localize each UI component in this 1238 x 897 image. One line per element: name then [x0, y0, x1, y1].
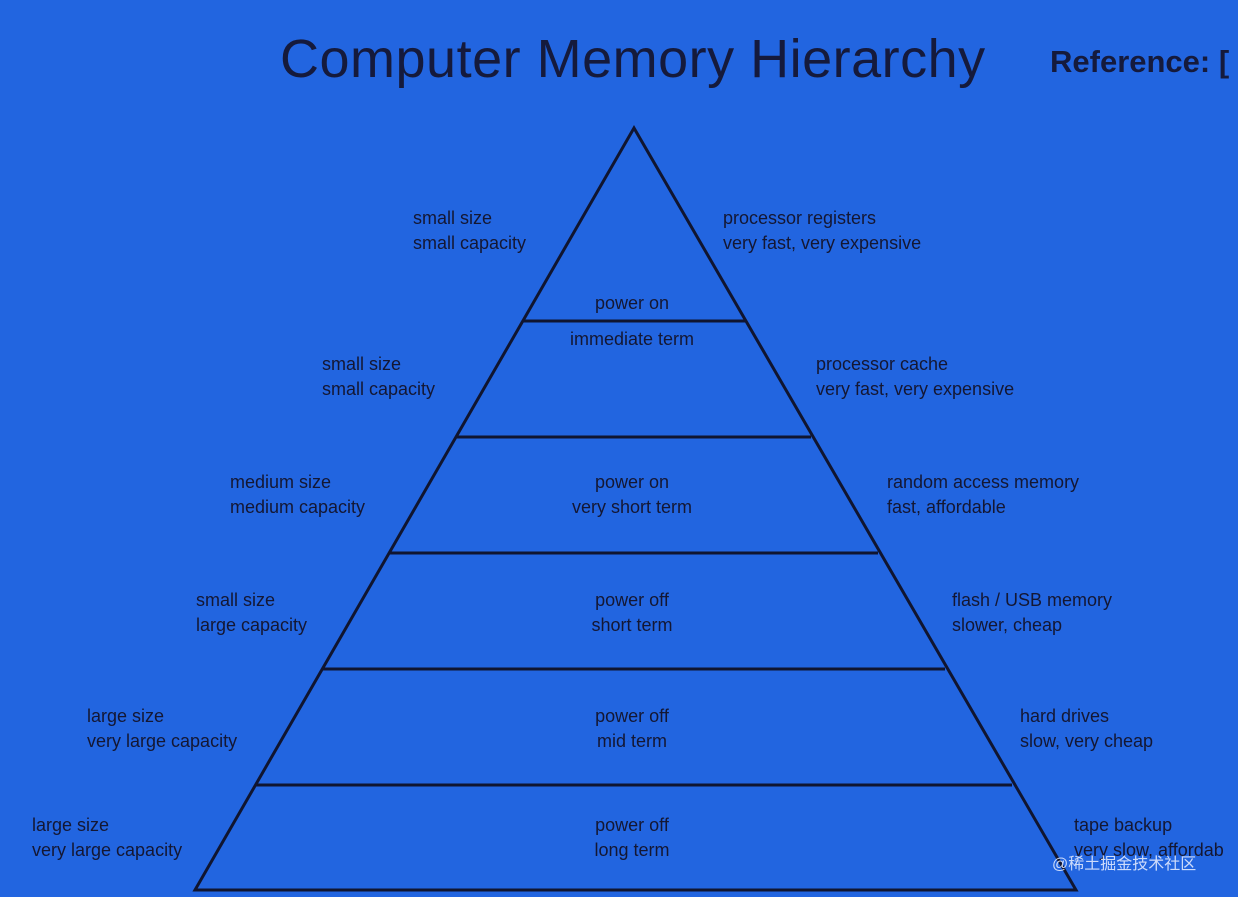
level-1-left-label: small size small capacity [413, 206, 526, 256]
level-3-term: very short term [571, 497, 693, 517]
level-3-power: power on [594, 472, 670, 492]
level-1-right-label: processor registers very fast, very expe… [723, 206, 921, 256]
level-5-power: power off [595, 706, 669, 726]
level-5-center-label: power off mid term [522, 704, 742, 754]
level-3-size: medium size [230, 472, 332, 492]
level-5-size: large size [87, 706, 165, 726]
level-4-right-label: flash / USB memory slower, cheap [952, 588, 1112, 638]
level-6-speed-cost: very slow, affordab [1074, 840, 1224, 860]
level-6-size: large size [32, 815, 110, 835]
level-6-term: long term [594, 840, 670, 860]
pyramid-outline [192, 125, 1079, 892]
level-5-capacity: very large capacity [87, 731, 238, 751]
level-1-speed-cost: very fast, very expensive [723, 233, 922, 253]
watermark-text: @稀土掘金技术社区 [1052, 856, 1197, 873]
level-3-center-label: power on very short term [522, 470, 742, 520]
level-4-center-label: power off short term [522, 588, 742, 638]
level-2-size: small size [322, 354, 402, 374]
level-5-type: hard drives [1020, 706, 1110, 726]
level-4-term: short term [591, 615, 673, 635]
level-6-capacity: very large capacity [32, 840, 183, 860]
level-4-capacity: large capacity [196, 615, 308, 635]
level-3-left-label: medium size medium capacity [230, 470, 365, 520]
level-6-left-label: large size very large capacity [32, 813, 182, 863]
level-1-type: processor registers [723, 208, 877, 228]
level-5-right-label: hard drives slow, very cheap [1020, 704, 1153, 754]
reference-label: Reference: [ [1050, 44, 1230, 79]
level-2-right-label: processor cache very fast, very expensiv… [816, 352, 1014, 402]
level-4-size: small size [196, 590, 276, 610]
level-2-speed-cost: very fast, very expensive [816, 379, 1015, 399]
level-2-type: processor cache [816, 354, 949, 374]
level-5-left-label: large size very large capacity [87, 704, 237, 754]
level-4-left-label: small size large capacity [196, 588, 307, 638]
level-6-type: tape backup [1074, 815, 1173, 835]
level-3-right-label: random access memory fast, affordable [887, 470, 1079, 520]
diagram-title: Computer Memory Hierarchy [280, 29, 986, 89]
level-2-left-label: small size small capacity [322, 352, 435, 402]
level-3-speed-cost: fast, affordable [887, 497, 1006, 517]
level-5-speed-cost: slow, very cheap [1020, 731, 1154, 751]
level-3-type: random access memory [887, 472, 1080, 492]
level-1-size: small size [413, 208, 493, 228]
level-6-center-label: power off long term [522, 813, 742, 863]
level-4-power: power off [595, 590, 669, 610]
level-4-type: flash / USB memory [952, 590, 1113, 610]
level-1-term: immediate term [569, 329, 695, 349]
level-6-power: power off [595, 815, 669, 835]
level-1-power: power on [594, 293, 670, 313]
level-2-capacity: small capacity [322, 379, 436, 399]
level-4-speed-cost: slower, cheap [952, 615, 1063, 635]
level-5-term: mid term [596, 731, 667, 751]
level-1-capacity: small capacity [413, 233, 527, 253]
level-6-right-label: tape backup very slow, affordab [1074, 813, 1234, 863]
level-3-capacity: medium capacity [230, 497, 366, 517]
